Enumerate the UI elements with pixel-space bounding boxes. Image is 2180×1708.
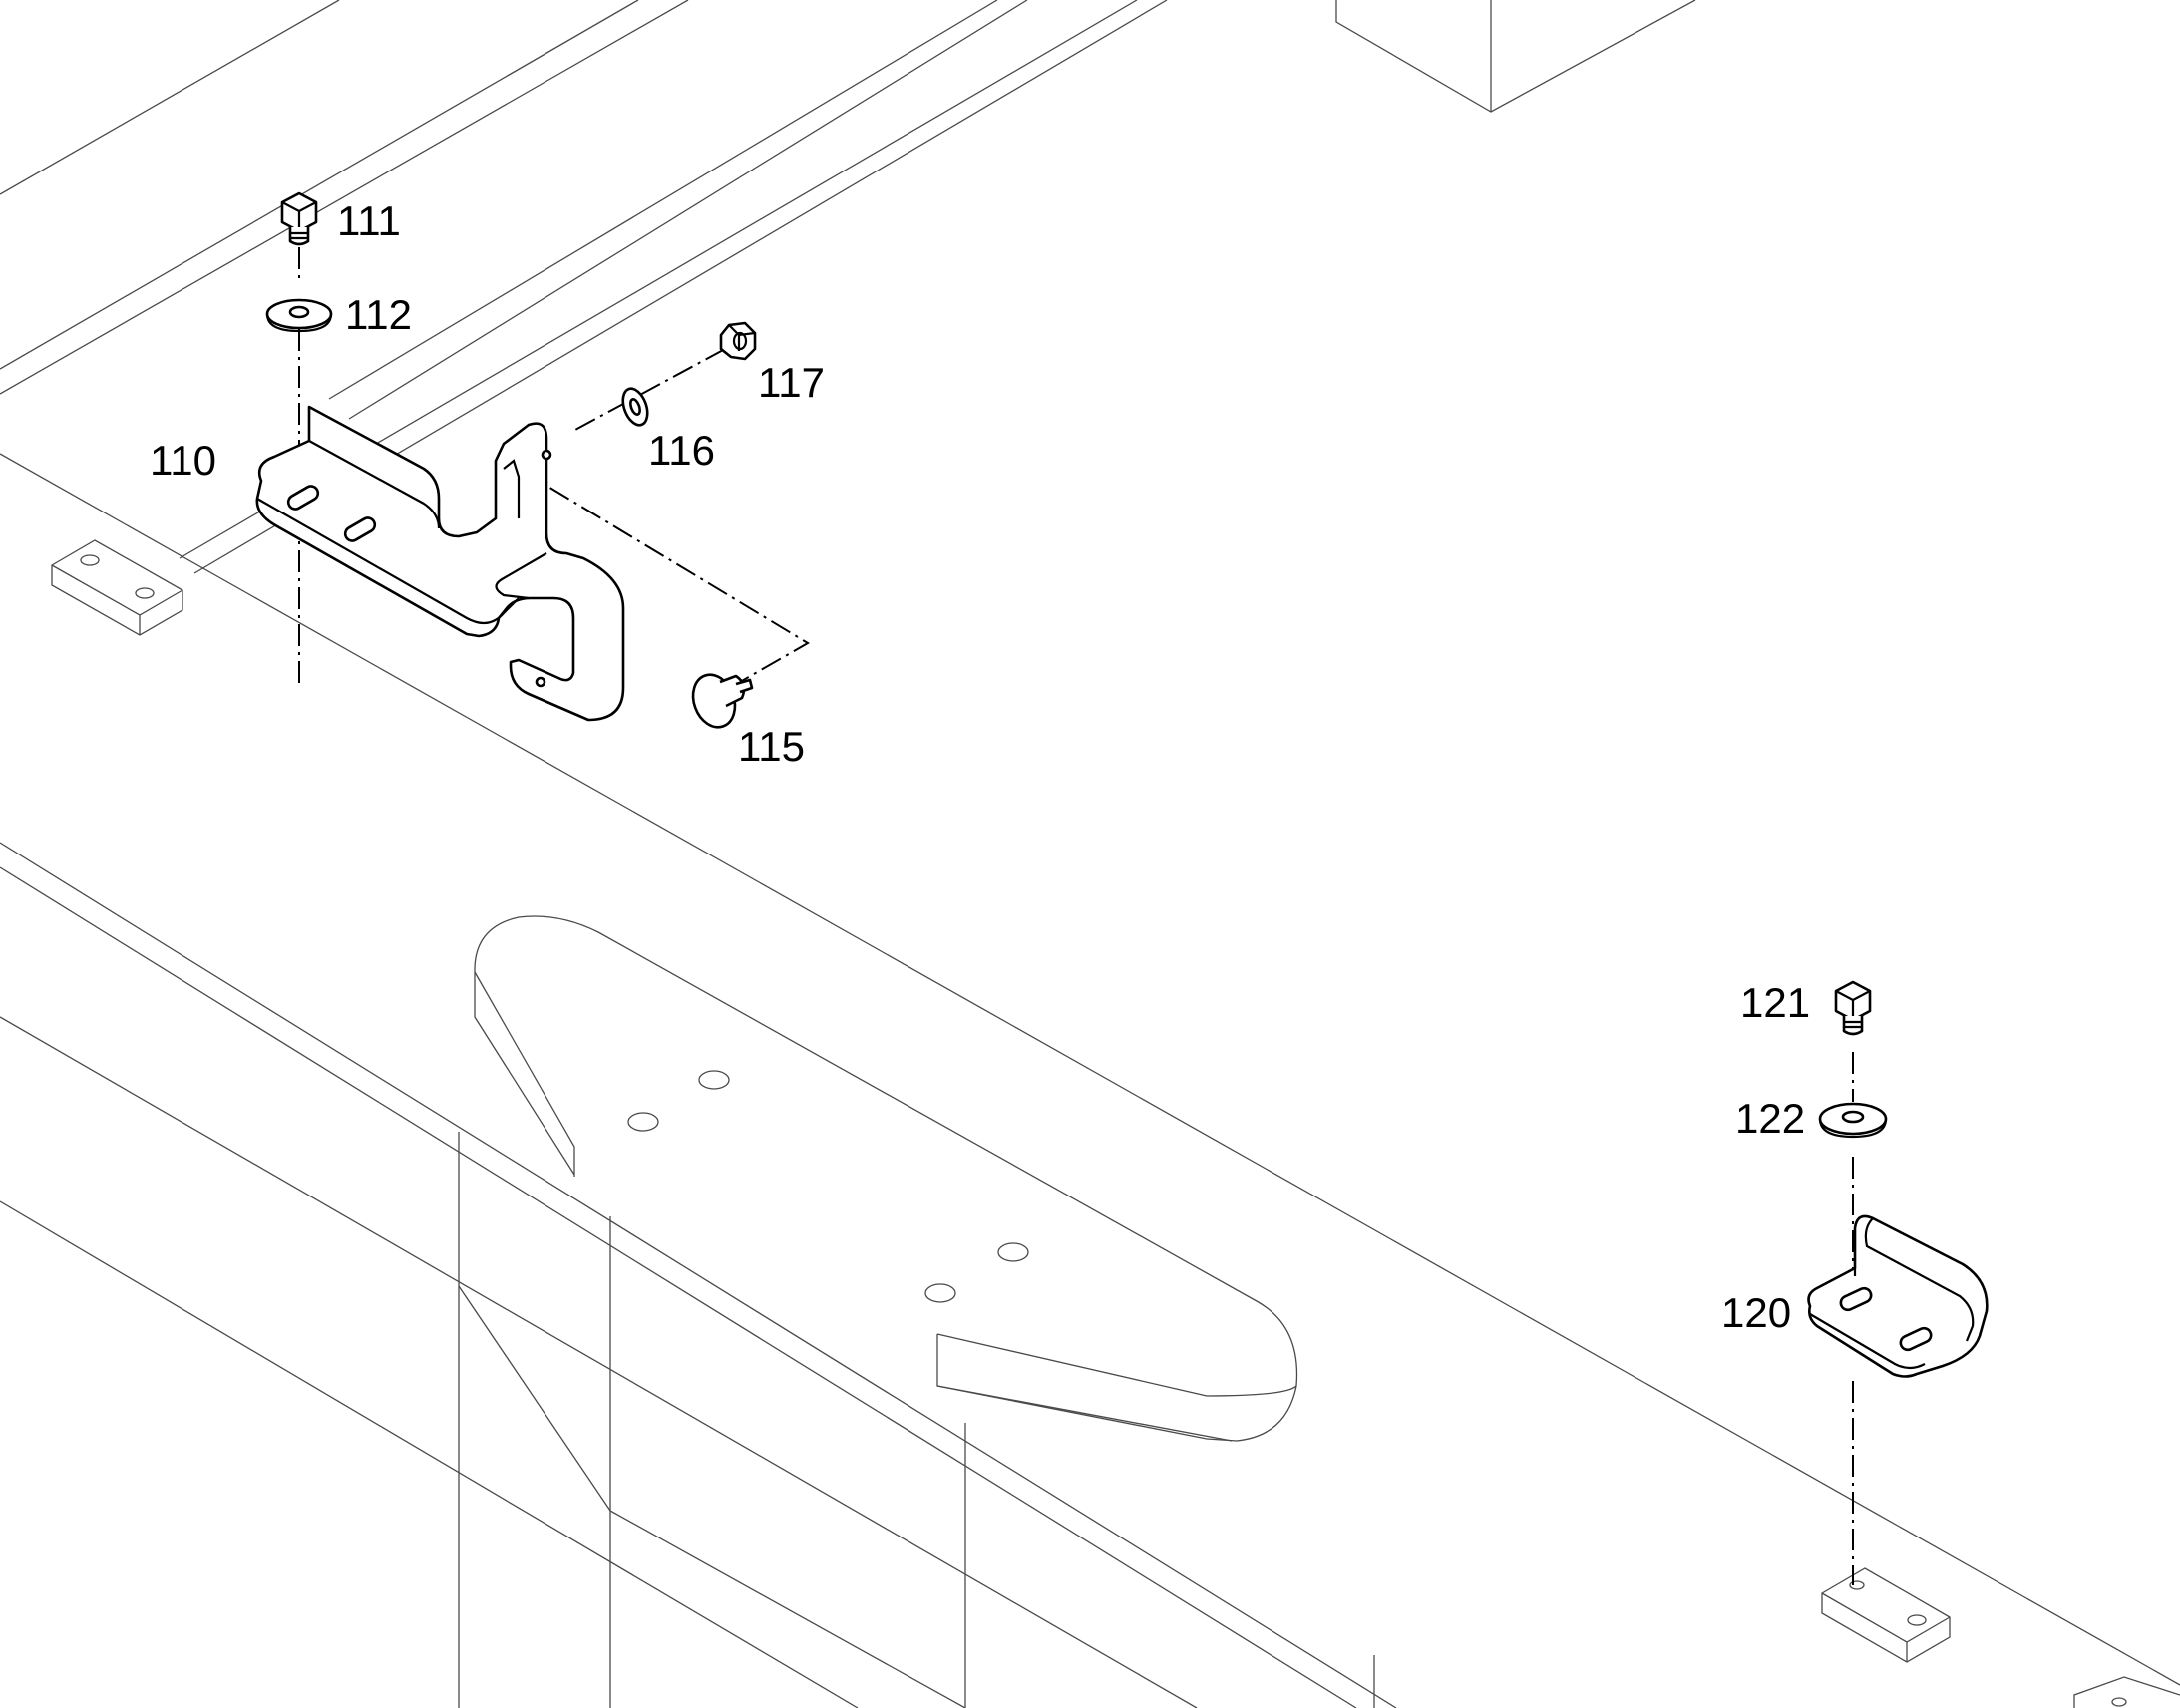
callout-116: 116	[648, 427, 715, 474]
callout-110: 110	[150, 437, 216, 484]
nut-117	[719, 321, 757, 361]
lock-washer-116	[621, 387, 649, 427]
callout-121: 121	[1740, 979, 1810, 1026]
callout-labels: 111 112 110 117 116 115 121 122 120	[150, 197, 1810, 1336]
callout-112: 112	[345, 291, 412, 338]
washer-122	[1818, 1102, 1888, 1139]
bracket-110	[255, 405, 625, 722]
callout-115: 115	[738, 723, 805, 770]
bolt-111	[280, 191, 318, 246]
callout-122: 122	[1735, 1095, 1805, 1142]
washer-112	[265, 298, 333, 333]
callout-111: 111	[337, 197, 401, 244]
callout-117: 117	[758, 359, 825, 406]
bracket-120	[1807, 1214, 1989, 1378]
bolt-121	[1834, 980, 1872, 1036]
callout-120: 120	[1721, 1289, 1791, 1336]
knob-115	[691, 673, 754, 729]
